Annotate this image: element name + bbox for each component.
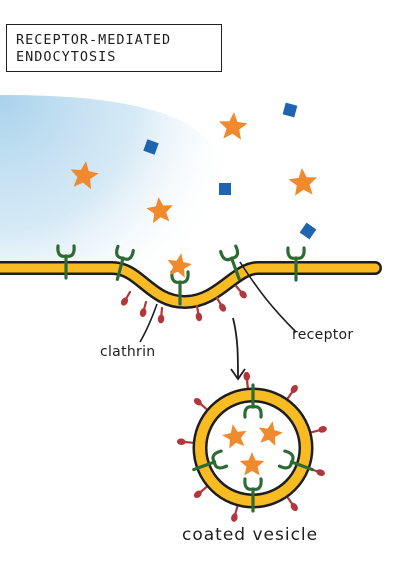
star-ligand-icon xyxy=(219,112,248,140)
clathrin-label: clathrin xyxy=(100,344,156,360)
square-molecule-icon xyxy=(143,139,159,155)
bound-star-ligand-icon xyxy=(167,253,192,278)
vesicle-label: coated vesicle xyxy=(182,525,319,545)
title-line-2: ENDOCYTOSIS xyxy=(16,49,117,65)
clathrin-protein-icon xyxy=(309,467,325,476)
extracellular-fluid xyxy=(0,95,253,304)
square-molecule-icon xyxy=(219,183,231,195)
clathrin-protein-icon xyxy=(234,284,247,299)
internalized-star-ligand-icon xyxy=(222,424,247,449)
internalized-star-ligand-icon xyxy=(239,452,265,476)
star-ligand-icon xyxy=(288,168,317,196)
clathrin-protein-icon xyxy=(157,306,165,324)
star-ligand-icon xyxy=(146,197,173,224)
clathrin-protein-icon xyxy=(243,371,250,389)
clathrin-protein-icon xyxy=(193,397,208,410)
clathrin-protein-icon xyxy=(120,290,132,306)
clathrin-protein-icon xyxy=(310,426,327,434)
transition-arrow-head xyxy=(230,368,246,381)
y-receptor-icon xyxy=(192,449,229,472)
clathrin-leader-line xyxy=(139,303,158,343)
y-receptor-icon xyxy=(286,246,306,282)
clathrin-protein-icon xyxy=(176,438,194,445)
square-molecule-icon xyxy=(299,222,317,240)
receptor-label: receptor xyxy=(292,327,354,343)
vesicle-membrane-core xyxy=(195,390,311,506)
clathrin-protein-icon xyxy=(195,304,203,322)
receptor-leader-line xyxy=(239,261,297,333)
clathrin-protein-icon xyxy=(139,300,148,317)
clathrin-protein-icon xyxy=(286,384,298,400)
title-line-1: RECEPTOR-MEDIATED xyxy=(16,32,172,48)
diagram-title: RECEPTOR-MEDIATED ENDOCYTOSIS xyxy=(16,32,171,66)
transition-arrow xyxy=(232,317,239,379)
y-receptor-icon xyxy=(243,477,263,513)
y-receptor-icon xyxy=(277,449,314,472)
star-ligand-icon xyxy=(70,161,99,190)
clathrin-protein-icon xyxy=(215,296,227,312)
y-receptor-icon xyxy=(243,383,263,419)
y-receptor-icon xyxy=(170,270,190,306)
plasma-membrane-core xyxy=(0,263,380,307)
y-receptor-icon xyxy=(219,244,241,281)
title-box: RECEPTOR-MEDIATED ENDOCYTOSIS xyxy=(6,24,222,72)
y-receptor-icon xyxy=(56,244,76,280)
clathrin-protein-icon xyxy=(286,496,298,512)
clathrin-protein-icon xyxy=(193,486,208,499)
y-receptor-icon xyxy=(115,244,135,281)
internalized-star-ligand-icon xyxy=(258,421,283,446)
square-molecule-icon xyxy=(282,102,298,118)
clathrin-protein-icon xyxy=(231,505,239,522)
